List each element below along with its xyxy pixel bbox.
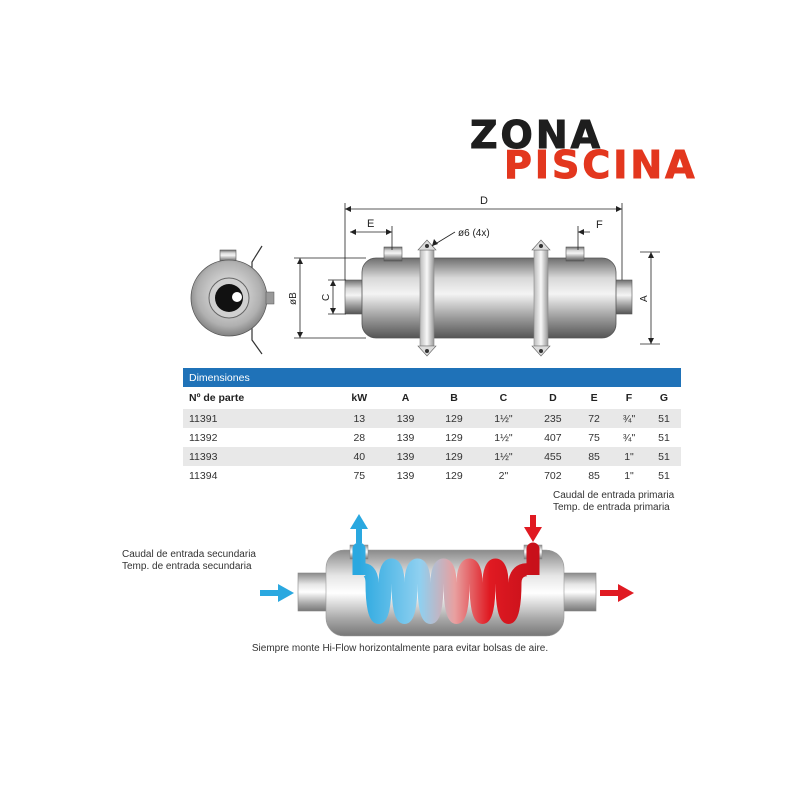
dim-label-b: øB [288, 292, 299, 305]
primary-temp-label: Temp. de entrada primaria [553, 502, 670, 513]
table-cell: 455 [528, 447, 578, 466]
dim-label-a: A [639, 295, 650, 302]
table-cell: ¾" [622, 431, 636, 444]
table-cell: 11393 [183, 447, 338, 466]
logo-line-1: ZONA [469, 113, 604, 157]
table-cell: 13 [337, 409, 382, 428]
table-cell: 51 [646, 409, 681, 428]
table-cell: 1" [624, 469, 634, 482]
table-cell: 1" [611, 447, 647, 466]
table-cell: 11394 [189, 469, 218, 482]
table-title: Dimensiones [183, 368, 681, 387]
col-header: B [450, 392, 458, 404]
col-header: kW [351, 392, 368, 404]
table-cell: 129 [445, 469, 463, 482]
secondary-flow-label: Caudal de entrada secundaria [122, 549, 256, 560]
col-header: F [625, 392, 633, 404]
end-view [190, 245, 275, 355]
col-header: Nº de parte [189, 392, 245, 404]
table-cell: 51 [646, 447, 681, 466]
table-cell: 139 [381, 447, 430, 466]
primary-flow-label: Caudal de entrada primaria [553, 490, 675, 501]
table-cell: 40 [337, 447, 382, 466]
table-cell: 11392 [189, 431, 218, 444]
table-header-row: Nº de parte kW A B C D E F G [183, 387, 681, 409]
table-cell: 1½" [494, 431, 513, 444]
table-cell: 407 [544, 431, 562, 444]
secondary-temp-label: Temp. de entrada secundaria [122, 561, 252, 572]
cold-in-arrow-icon [278, 584, 294, 602]
dim-label-f: F [596, 219, 603, 231]
table-cell: 129 [429, 409, 479, 428]
technical-drawing: D E F ø6 (4x) øB C A [190, 195, 660, 357]
table-cell: 235 [528, 409, 578, 428]
table-cell: 75 [588, 431, 600, 444]
table-cell: 85 [588, 469, 600, 482]
table-cell: 28 [353, 431, 366, 444]
table-cell: 51 [658, 431, 670, 444]
cold-out-arrow-icon [350, 514, 368, 529]
col-header: E [590, 392, 598, 404]
table-cell: 129 [429, 447, 479, 466]
heat-exchanger-body [344, 239, 633, 357]
table-cell: ¾" [611, 409, 647, 428]
table-cell: 2" [498, 469, 509, 482]
zona-piscina-logo: ZONA PISCINA [469, 113, 695, 185]
table-cell: 139 [381, 409, 430, 428]
table-row: 11393 40 139 129 1½" 455 85 1" 51 [183, 447, 681, 466]
dim-label-d: D [480, 195, 488, 207]
flow-diagram [260, 514, 634, 637]
logo-line-2: PISCINA [504, 143, 698, 187]
table-cell: 72 [577, 409, 612, 428]
col-header: C [499, 392, 508, 404]
table-cell: 129 [445, 431, 463, 444]
col-header: A [401, 392, 410, 404]
dimension-arrows [297, 206, 654, 344]
heat-coil [352, 542, 540, 624]
col-header: G [659, 392, 669, 404]
hot-in-arrow-icon [524, 527, 542, 542]
table-row: 11392 28 139 129 1½" 407 75 ¾" 51 [183, 428, 681, 447]
dimension-lines [294, 203, 660, 345]
table-cell: 51 [658, 469, 670, 482]
table-cell: 1½" [478, 447, 529, 466]
table-row: 11391 13 139 129 1½" 235 72 ¾" 51 [183, 409, 681, 428]
hot-out-arrow-icon [618, 584, 634, 602]
table-cell: 75 [353, 469, 366, 482]
table-row: 11394 75 139 129 2" 702 85 1" 51 [183, 466, 681, 485]
dim-label-e: E [367, 218, 374, 230]
table-cell: 702 [544, 469, 562, 482]
dim-label-c: C [321, 294, 332, 301]
installation-note: Siempre monte Hi-Flow horizontalmente pa… [251, 643, 549, 654]
table-cell: 11391 [183, 409, 338, 428]
table-cell: 139 [396, 431, 415, 444]
col-header: D [549, 392, 557, 404]
dim-label-hole: ø6 (4x) [458, 228, 490, 239]
table-cell: 85 [577, 447, 612, 466]
dimensions-table: Dimensiones Nº de parte kW A B C D E F G… [183, 368, 681, 485]
table-cell: 1½" [478, 409, 529, 428]
table-cell: 139 [396, 469, 415, 482]
